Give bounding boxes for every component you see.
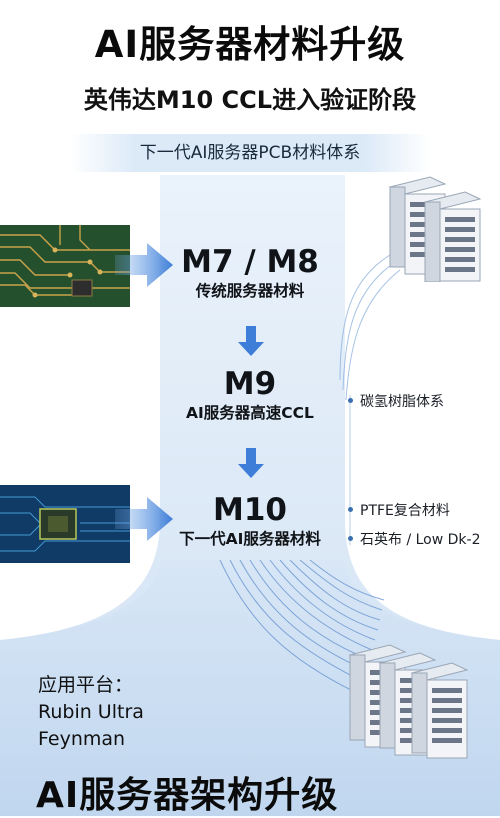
node-desc: 传统服务器材料 [195, 282, 305, 300]
server-rack-icon [388, 176, 482, 282]
material-hydrocarbon: 碳氢树脂体系 [360, 394, 444, 410]
server-rack-icon [348, 644, 469, 759]
material-dot [348, 507, 353, 512]
application-platform: 应用平台： Rubin Ultra Feynman [38, 672, 144, 753]
page-title: AI服务器材料升级 [94, 23, 406, 66]
pcb-board-image-chip [0, 485, 130, 563]
platform-heading: 应用平台： [38, 674, 134, 696]
material-dot [348, 398, 353, 403]
footer-title: AI服务器架构升级 [36, 775, 339, 816]
node-m9: M9 AI服务器高速CCL [150, 366, 350, 424]
material-dot [348, 536, 353, 541]
section-banner: 下一代AI服务器PCB材料体系 [70, 134, 430, 172]
node-code: M7 / M8 [181, 244, 319, 280]
page-subtitle: 英伟达M10 CCL进入验证阶段 [83, 86, 417, 114]
node-m7-m8: M7 / M8 传统服务器材料 [150, 244, 350, 302]
node-desc: 下一代AI服务器材料 [179, 530, 321, 548]
material-quartz: 石英布 / Low Dk-2 [360, 532, 481, 548]
pcb-board-image [0, 225, 130, 307]
node-code: M10 [213, 492, 287, 528]
material-ptfe: PTFE复合材料 [360, 503, 450, 519]
arrow-down-icon [238, 448, 264, 478]
arrow-down-icon [238, 326, 264, 356]
node-desc: AI服务器高速CCL [186, 404, 314, 422]
node-m10: M10 下一代AI服务器材料 [150, 492, 350, 550]
pcb-board-image-top [0, 225, 130, 307]
node-code: M9 [223, 366, 277, 402]
arrow-right-icon [115, 497, 173, 541]
platform-item-feynman: Feynman [38, 728, 126, 750]
chip-icon [39, 508, 77, 540]
platform-item-rubin-ultra: Rubin Ultra [38, 701, 144, 723]
arrow-right-icon [115, 243, 173, 287]
